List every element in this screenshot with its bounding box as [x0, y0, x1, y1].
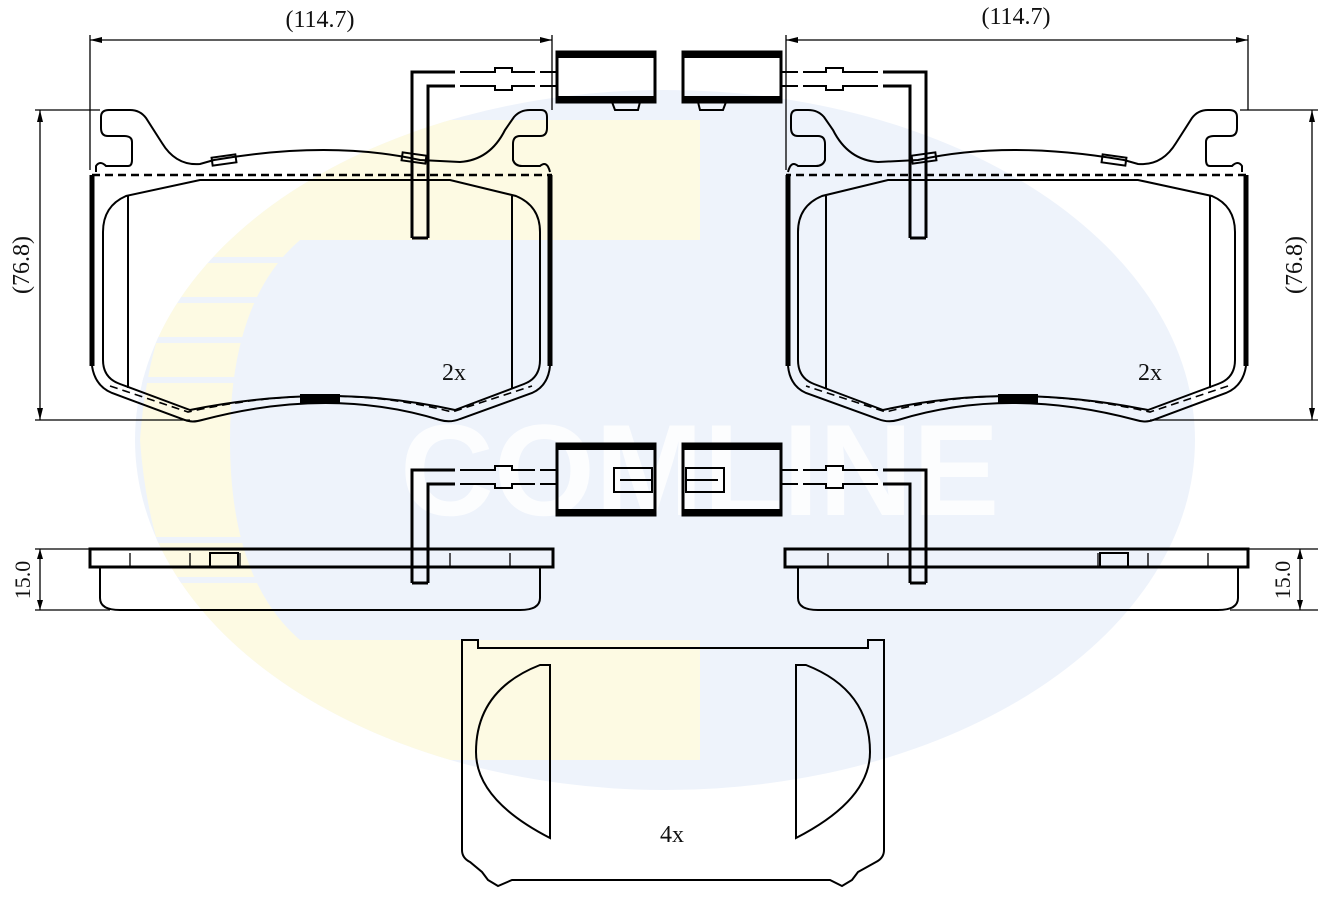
right-pad-quantity: 2x [1138, 360, 1162, 386]
clip-quantity: 4x [660, 822, 684, 848]
left-pad-quantity: 2x [442, 360, 466, 386]
dimension-lines [35, 35, 1318, 611]
thickness-dimension-left: 15.0 [10, 561, 35, 600]
width-dimension-right: (114.7) [981, 4, 1050, 30]
thickness-dimension-right: 15.0 [1270, 561, 1295, 600]
height-dimension-left: (76.8) [9, 236, 35, 294]
height-dimension-right: (76.8) [1282, 236, 1308, 294]
pad-clip [461, 639, 885, 888]
comline-watermark-logo: COMLINE [135, 90, 1195, 790]
width-dimension-left: (114.7) [285, 7, 354, 33]
